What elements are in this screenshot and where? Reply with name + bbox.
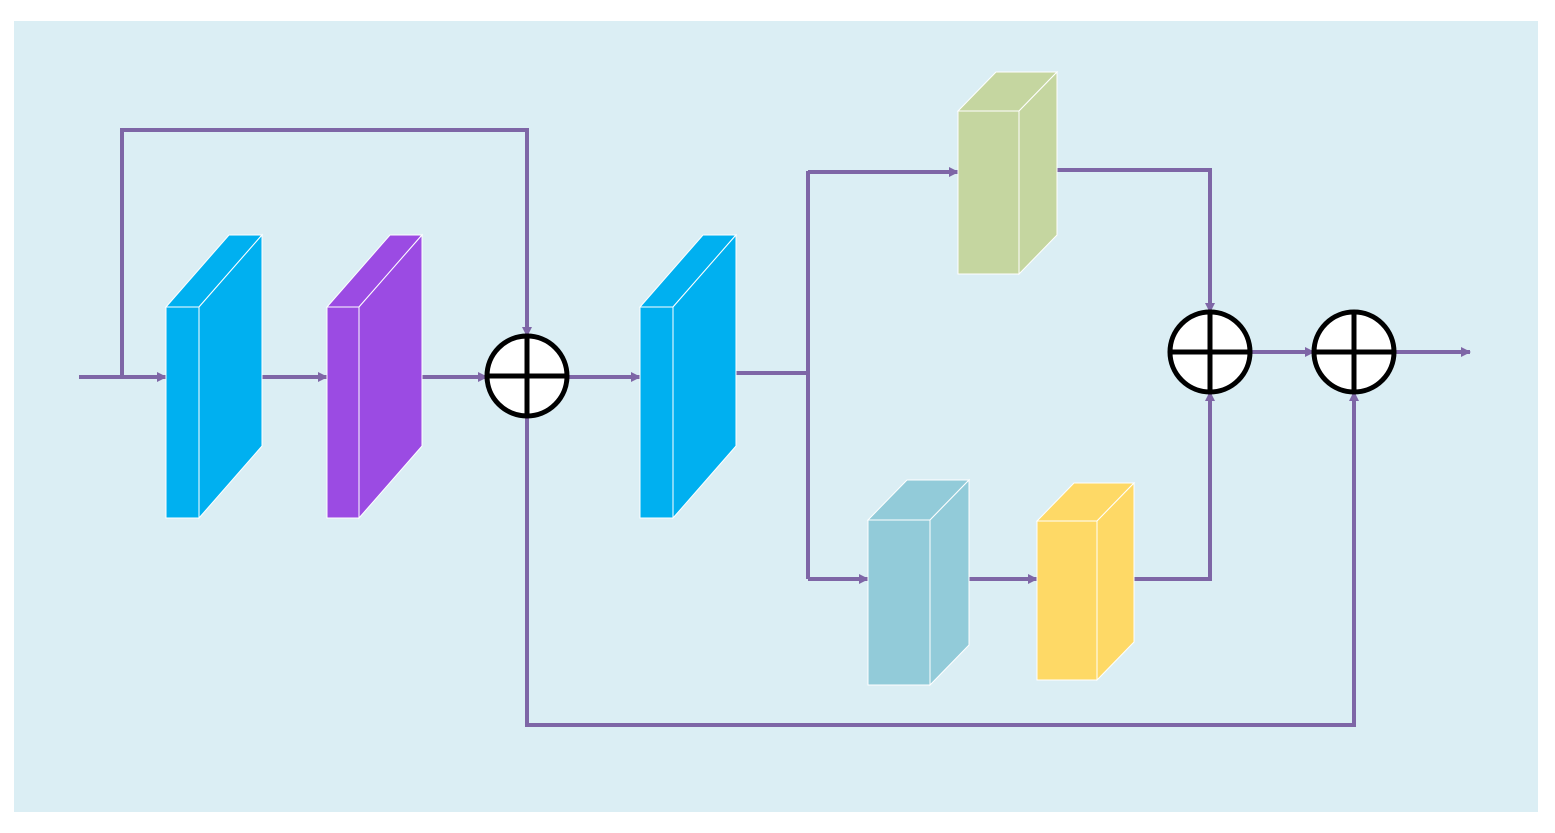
conv-block-purple (325, 233, 424, 520)
conv-block-lightblue-front-face (867, 519, 931, 686)
skip-line-bottom (525, 391, 1359, 727)
background-panel (14, 21, 1538, 812)
connectors (79, 128, 1471, 727)
conv-block-blue-1 (164, 233, 264, 520)
sum-node-3 (1311, 309, 1397, 395)
arrow-block4-adder2 (1057, 168, 1215, 313)
arrow-block6-adder2 (1134, 391, 1215, 581)
conv-block-green-front-face (957, 110, 1020, 275)
sum-node-2 (1167, 309, 1253, 395)
conv-block-blue-1-front-face (165, 306, 200, 519)
conv-block-yellow-front-face (1036, 520, 1098, 681)
conv-block-purple-front-face (326, 306, 360, 519)
conv-block-green (956, 70, 1059, 276)
conv-block-lightblue (866, 478, 971, 687)
skip-line-top (120, 128, 532, 377)
conv-block-blue-2-front-face (639, 306, 674, 519)
sum-node-1 (484, 333, 570, 419)
conv-block-yellow (1035, 481, 1136, 682)
blocks-layer (164, 70, 1136, 687)
conv-block-blue-2 (638, 233, 738, 520)
adders-layer (484, 309, 1397, 419)
